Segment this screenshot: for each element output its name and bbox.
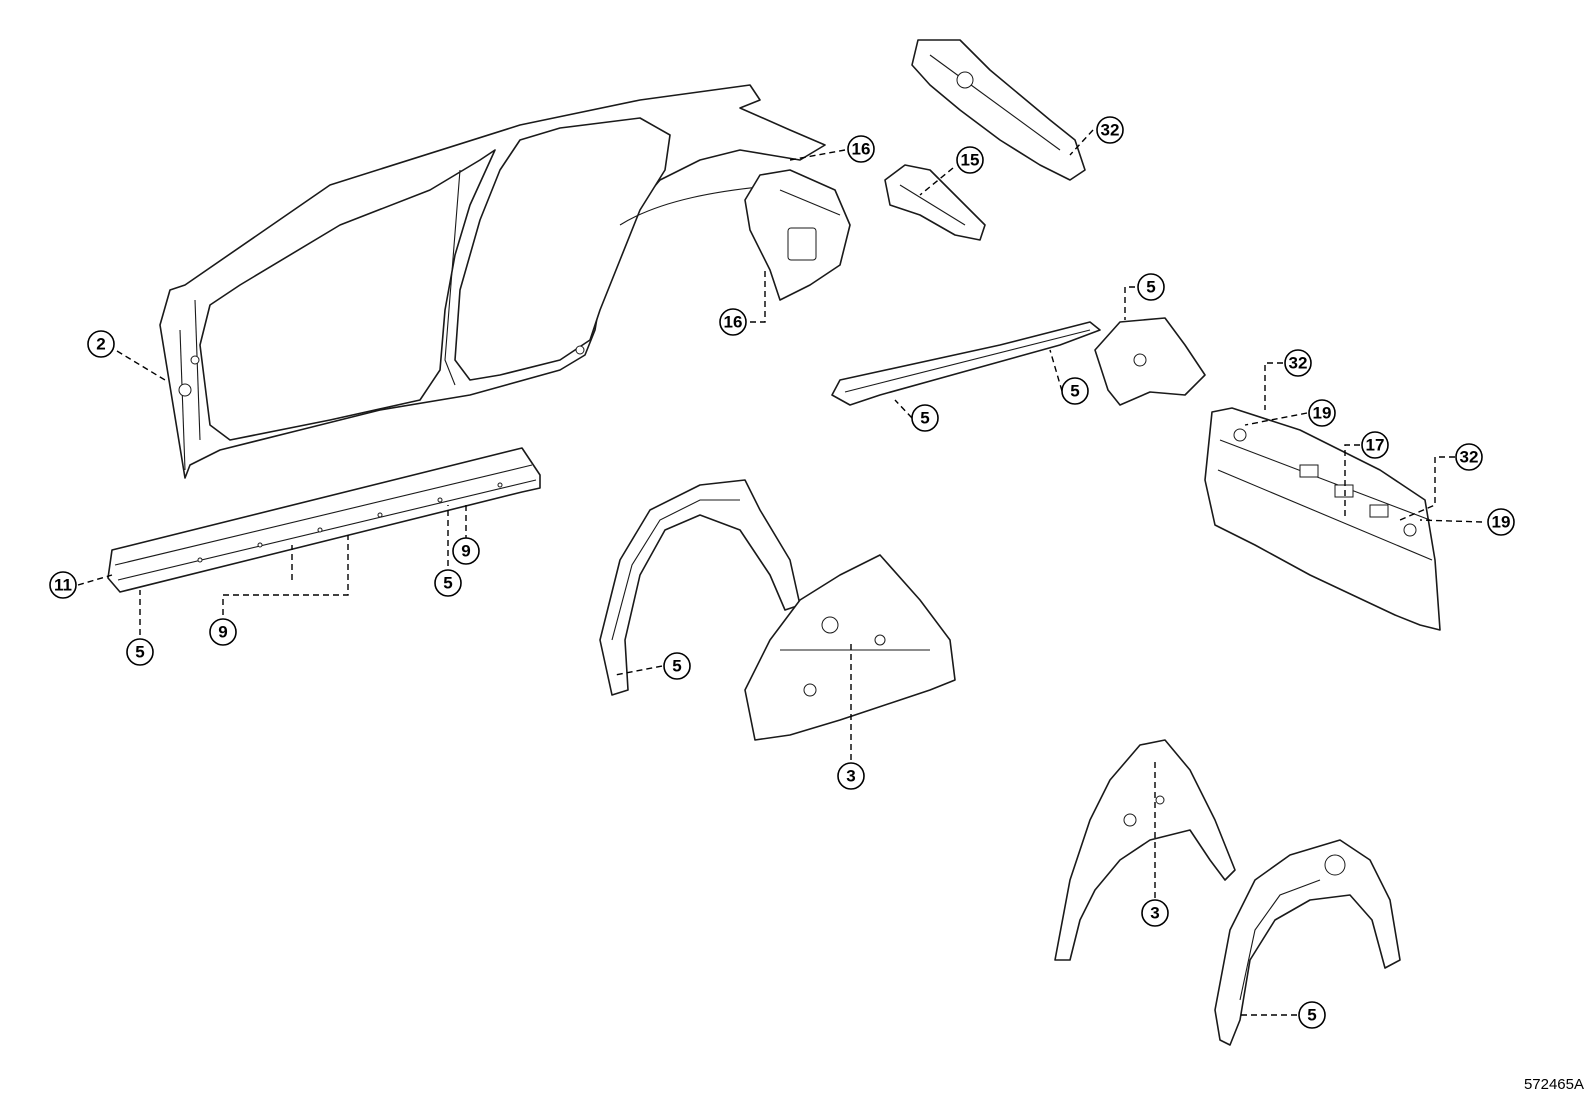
callout-label: 5 (672, 657, 681, 676)
callout-15: 15 (956, 146, 984, 174)
upper-reinforcement-32 (911, 39, 1086, 181)
callout-label: 32 (1289, 354, 1308, 373)
callout-16-lower: 16 (719, 308, 747, 336)
callout-5-rocker-a: 5 (126, 638, 154, 666)
callout-label: 9 (461, 542, 470, 561)
callout-label: 17 (1366, 436, 1385, 455)
callout-label: 5 (920, 409, 929, 428)
callout-label: 5 (1307, 1006, 1316, 1025)
roof-side-rail (831, 317, 1206, 406)
callout-5-front-wheelhouse: 5 (663, 652, 691, 680)
callout-label: 32 (1460, 448, 1479, 467)
callout-label: 11 (54, 576, 72, 595)
callout-19-back-b: 19 (1487, 508, 1515, 536)
callout-5-roof-a: 5 (1137, 273, 1165, 301)
image-code: 572465A (1523, 1076, 1584, 1093)
callout-11: 11 (49, 571, 77, 599)
callout-label: 5 (443, 574, 452, 593)
front-wheelhouse-inner (744, 554, 956, 741)
callout-3-front: 3 (837, 762, 865, 790)
callout-5-roof-c: 5 (1061, 377, 1089, 405)
callout-5-roof-b: 5 (911, 404, 939, 432)
callout-label: 19 (1313, 404, 1332, 423)
callout-32-back-b: 32 (1455, 443, 1483, 471)
rear-wheelhouse-inner (1054, 739, 1236, 961)
callout-17: 17 (1361, 431, 1389, 459)
callout-label: 19 (1492, 513, 1511, 532)
callout-label: 32 (1101, 121, 1120, 140)
callout-9-rocker-a: 9 (452, 537, 480, 565)
callout-32-top: 32 (1096, 116, 1124, 144)
leader-lines (77, 129, 1483, 1016)
callout-label: 3 (846, 767, 855, 786)
front-wheelhouse-outer (599, 479, 801, 696)
callout-label: 15 (961, 151, 980, 170)
callout-9-rocker-b: 9 (209, 618, 237, 646)
callout-5-rear-wheelhouse: 5 (1298, 1001, 1326, 1029)
callout-label: 9 (218, 623, 227, 642)
callout-label: 16 (852, 140, 871, 159)
callout-2: 2 (87, 330, 115, 358)
callout-label: 2 (96, 335, 105, 354)
callout-3-rear: 3 (1141, 899, 1169, 927)
callout-32-back-a: 32 (1284, 349, 1312, 377)
side-outer-panel (159, 84, 851, 479)
callout-label: 3 (1150, 904, 1159, 923)
rear-wheelhouse-outer (1214, 839, 1401, 1046)
rocker-panel (107, 447, 541, 593)
callout-label: 5 (1146, 278, 1155, 297)
bracket-15 (884, 164, 986, 241)
callout-5-rocker-b: 5 (434, 569, 462, 597)
callout-19-back-a: 19 (1308, 399, 1336, 427)
callout-label: 5 (1070, 382, 1079, 401)
callout-label: 16 (724, 313, 743, 332)
back-panel (1204, 407, 1441, 631)
callout-16-upper: 16 (847, 135, 875, 163)
callout-label: 5 (135, 643, 144, 662)
